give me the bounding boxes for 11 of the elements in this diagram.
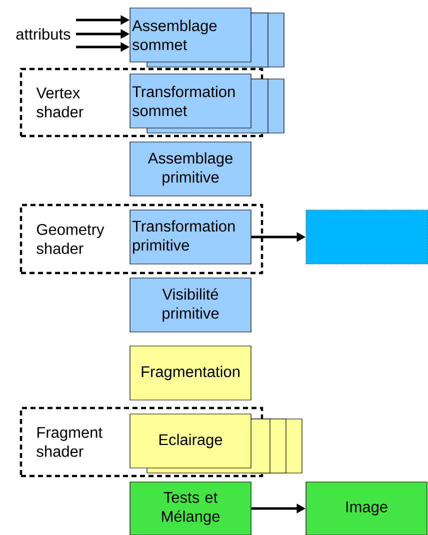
- process-box: Image: [306, 482, 428, 535]
- process-box: Fragmentation: [130, 346, 252, 400]
- stacked-process-box: Transformation sommet: [130, 74, 284, 134]
- output-box: [306, 210, 428, 264]
- input-label: attributs: [16, 28, 70, 40]
- process-box: Tests et Mélange: [130, 482, 252, 535]
- stacked-process-box: Eclairage: [130, 414, 302, 474]
- process-box: Assemblage primitive: [130, 142, 252, 196]
- process-box: Transformation primitive: [130, 210, 252, 264]
- process-box: Visibilité primitive: [130, 278, 252, 332]
- stacked-process-box: Assemblage sommet: [130, 8, 284, 68]
